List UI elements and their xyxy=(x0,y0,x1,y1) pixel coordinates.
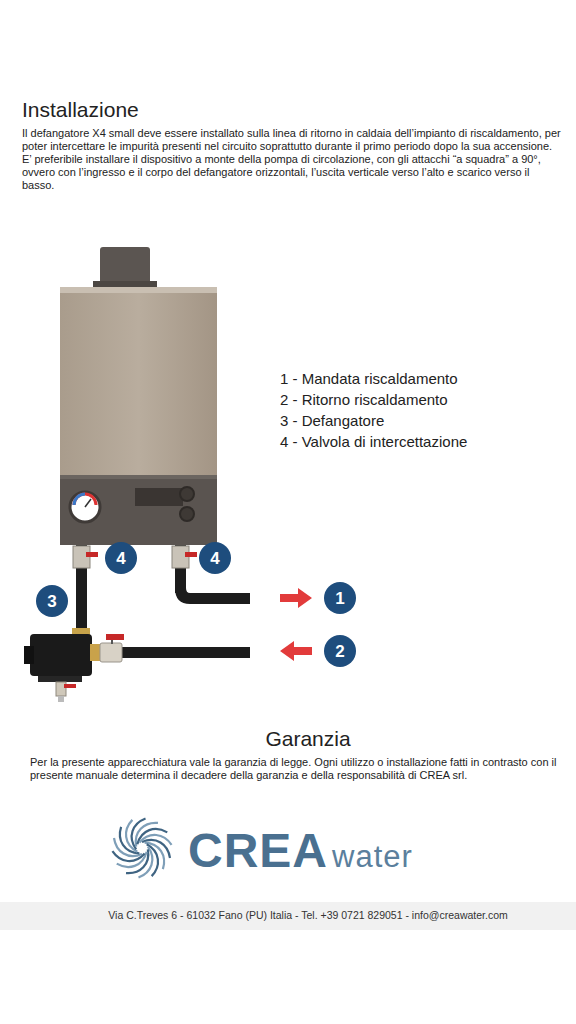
dirt-separator xyxy=(38,676,82,682)
flow-arrow xyxy=(280,588,312,661)
callout-number: 4 xyxy=(210,550,219,567)
boiler xyxy=(85,499,91,507)
logo-swirl xyxy=(139,829,172,857)
pipes xyxy=(175,588,250,604)
section-heading: Garanzia xyxy=(20,726,576,751)
legend-line: 4 - Valvola di intercettazione xyxy=(280,433,467,451)
body-paragraph: E’ preferibile installare il dispositivo… xyxy=(22,153,562,192)
logo-text: water xyxy=(332,838,413,875)
dirt-separator xyxy=(64,684,76,688)
boiler xyxy=(60,475,217,545)
callout-number: 2 xyxy=(335,643,344,660)
callout-circle: 2 xyxy=(324,635,356,667)
legend-line: 2 - Ritorno riscaldamento xyxy=(280,391,448,409)
pipes xyxy=(120,647,250,658)
boiler xyxy=(60,287,217,293)
boiler xyxy=(60,287,217,477)
callout-number: 1 xyxy=(335,590,344,607)
logo-swirl xyxy=(112,818,171,877)
dirt-separator xyxy=(111,640,113,644)
boiler xyxy=(70,492,100,522)
dirt-separator xyxy=(106,634,124,640)
section-heading: Installazione xyxy=(22,98,139,122)
callout-circle: 4 xyxy=(105,542,137,574)
boiler xyxy=(180,487,194,501)
boiler xyxy=(60,475,217,479)
boiler xyxy=(180,507,194,521)
footer-address: Via C.Treves 6 - 61032 Fano (PU) Italia … xyxy=(20,909,576,922)
dirt-separator xyxy=(58,696,64,702)
legend-line: 1 - Mandata riscaldamento xyxy=(280,370,458,388)
callout-circle: 3 xyxy=(36,585,68,617)
legend-line: 3 - Defangatore xyxy=(280,412,384,430)
flow-arrow xyxy=(280,588,312,608)
dirt-separator xyxy=(100,643,122,662)
dirt-separator xyxy=(24,628,124,702)
logo-text: CREA xyxy=(188,822,328,880)
dirt-separator xyxy=(30,634,92,676)
callout-circle: 1 xyxy=(324,582,356,614)
body-paragraph: Il defangatore X4 small deve essere inst… xyxy=(22,127,562,153)
dirt-separator xyxy=(24,646,34,664)
boiler xyxy=(74,494,96,505)
callout-number: 4 xyxy=(116,550,125,567)
shutoff-valve xyxy=(86,552,98,557)
callout-number: 3 xyxy=(47,593,56,610)
callout-circle: 4 xyxy=(199,542,231,574)
body-paragraph: Per la presente apparecchiatura vale la … xyxy=(30,756,560,782)
boiler xyxy=(74,494,85,505)
shutoff-valve xyxy=(185,552,197,557)
boiler xyxy=(60,247,217,545)
intro-text: Il defangatore X4 small deve essere inst… xyxy=(22,127,562,192)
flow-arrow xyxy=(280,641,312,661)
boiler xyxy=(135,488,183,506)
